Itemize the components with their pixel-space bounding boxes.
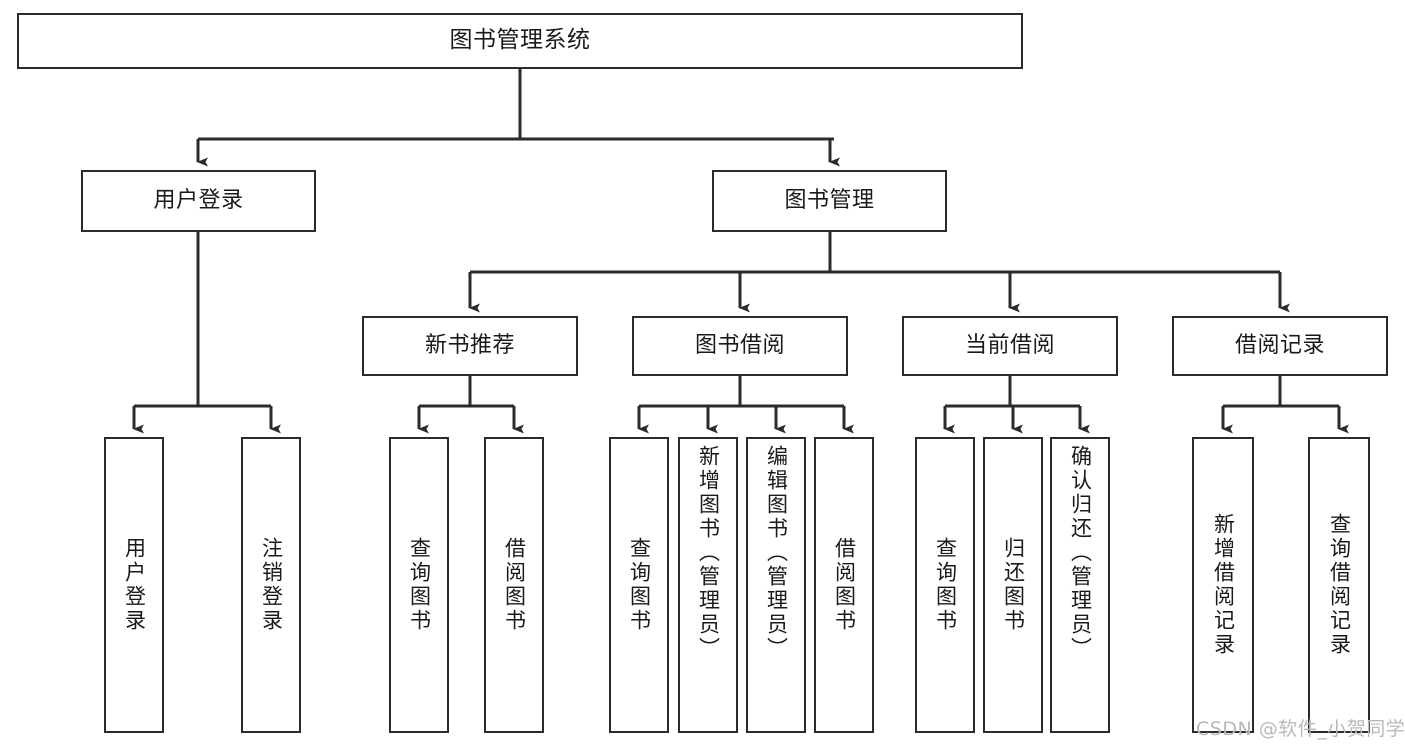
leaf-borrow-book[interactable]: 借阅图书 [814,437,874,733]
connector-group-new-book [417,376,524,434]
leaf-edit-book-admin[interactable]: 编辑图书（管理员） [746,437,806,733]
leaf-query-borrow-record-label: 查询借阅记录 [1327,513,1352,657]
node-root-label: 图书管理系统 [449,27,591,54]
leaf-add-book-admin[interactable]: 新增图书（管理员） [678,437,738,733]
connector-group-user-login [132,232,281,434]
leaf-borrow-book-newbook-label: 借阅图书 [502,537,527,633]
node-borrow-record[interactable]: 借阅记录 [1172,316,1388,376]
leaf-add-borrow-record-label: 新增借阅记录 [1211,513,1236,657]
leaf-user-login[interactable]: 用户登录 [104,437,164,733]
leaf-confirm-return-admin-label: 确认归还（管理员） [1068,445,1093,661]
leaf-borrow-book-newbook[interactable]: 借阅图书 [484,437,544,733]
leaf-query-book-newbook[interactable]: 查询图书 [389,437,449,733]
node-book-management-label: 图书管理 [784,188,875,214]
node-book-borrow-label: 图书借阅 [694,333,785,359]
connector-group-root [196,69,840,167]
node-user-login-label: 用户登录 [153,188,244,214]
leaf-query-borrow-record[interactable]: 查询借阅记录 [1308,437,1370,733]
leaf-return-book-label: 归还图书 [1001,537,1026,633]
leaf-add-borrow-record[interactable]: 新增借阅记录 [1192,437,1254,733]
node-user-login[interactable]: 用户登录 [81,170,316,232]
leaf-query-book-current[interactable]: 查询图书 [915,437,975,733]
connector-group-borrow-record [1221,376,1349,434]
node-new-book-recommend[interactable]: 新书推荐 [362,316,578,376]
connector-group-book-mgmt [468,232,1290,313]
leaf-query-book-borrow-label: 查询图书 [627,537,652,633]
node-root[interactable]: 图书管理系统 [17,13,1023,69]
node-book-management[interactable]: 图书管理 [712,170,947,232]
leaf-query-book-newbook-label: 查询图书 [407,537,432,633]
leaf-borrow-book-label: 借阅图书 [832,537,857,633]
leaf-user-login-label: 用户登录 [122,537,147,633]
node-borrow-record-label: 借阅记录 [1234,333,1325,359]
node-current-borrow[interactable]: 当前借阅 [902,316,1118,376]
node-book-borrow[interactable]: 图书借阅 [632,316,848,376]
node-new-book-recommend-label: 新书推荐 [424,333,515,359]
node-current-borrow-label: 当前借阅 [964,333,1055,359]
leaf-logout-login[interactable]: 注销登录 [241,437,301,733]
leaf-query-book-current-label: 查询图书 [933,537,958,633]
connector-group-borrow [637,376,854,434]
leaf-add-book-admin-label: 新增图书（管理员） [696,445,721,661]
connector-group-current-borrow [943,376,1090,434]
leaf-query-book-borrow[interactable]: 查询图书 [609,437,669,733]
leaf-confirm-return-admin[interactable]: 确认归还（管理员） [1050,437,1110,733]
leaf-edit-book-admin-label: 编辑图书（管理员） [764,445,789,661]
leaf-return-book[interactable]: 归还图书 [983,437,1043,733]
leaf-logout-login-label: 注销登录 [259,537,284,633]
